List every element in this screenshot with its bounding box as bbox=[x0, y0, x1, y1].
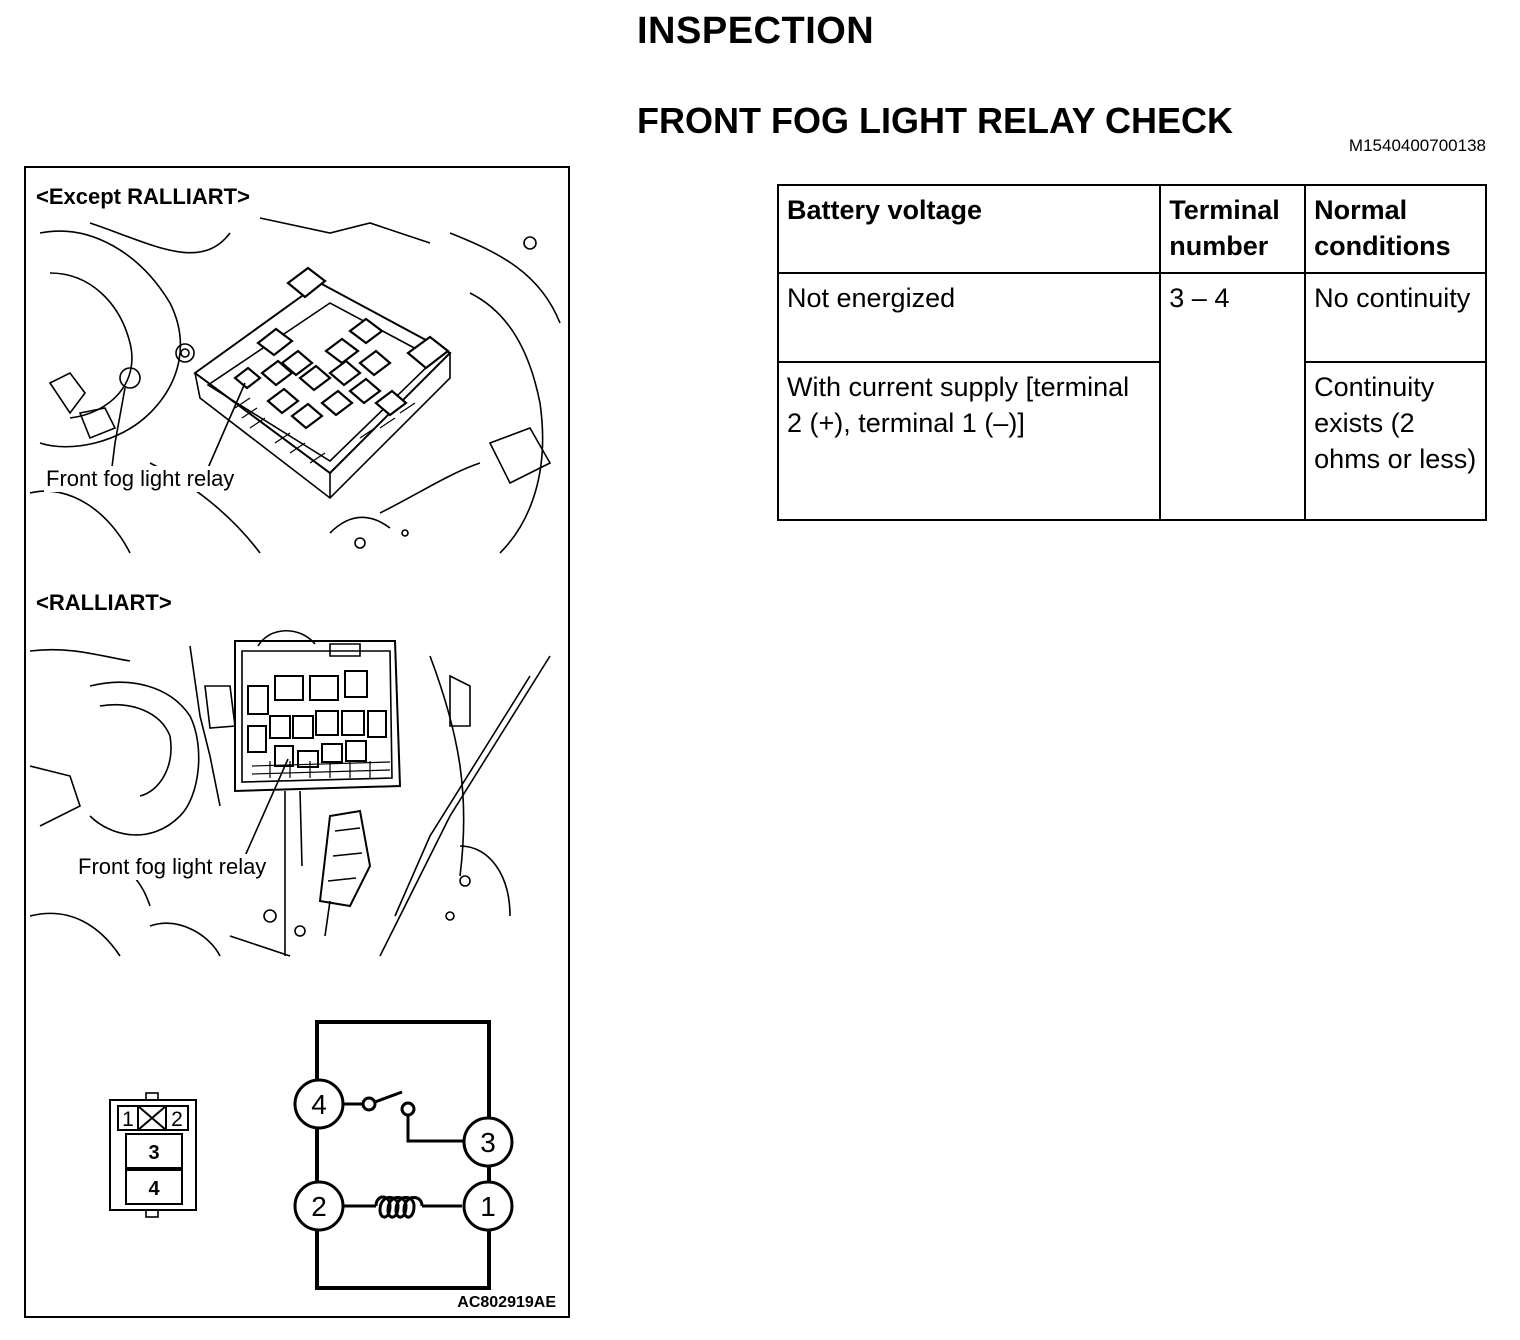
cell-condition: No continuity bbox=[1304, 272, 1487, 363]
connector-pin-2: 2 bbox=[171, 1108, 183, 1131]
figure-code: AC802919AE bbox=[457, 1294, 556, 1311]
relay-circuit-diagram: 4 3 2 1 bbox=[293, 1020, 514, 1290]
relay-check-table: Battery voltage Terminal number Normal c… bbox=[776, 184, 1487, 521]
section-heading: INSPECTION bbox=[637, 10, 875, 52]
header-terminal-number: Terminal number bbox=[1159, 184, 1307, 274]
header-battery-voltage: Battery voltage bbox=[776, 184, 1162, 274]
relay-callout-bottom: Front fog light relay bbox=[76, 854, 269, 880]
cell-condition: Continuity exists (2 ohms or less) bbox=[1304, 361, 1487, 521]
header-normal-conditions: Normal conditions bbox=[1304, 184, 1487, 274]
table-row: With current supply [terminal 2 (+), ter… bbox=[776, 361, 1487, 521]
relay-connector-diagram: 1 2 3 4 bbox=[109, 1092, 197, 1218]
connector-pin-1: 1 bbox=[122, 1108, 134, 1131]
table-row: Not energized 3 – 4 No continuity bbox=[776, 272, 1487, 521]
connector-pin-3: 3 bbox=[148, 1142, 159, 1164]
relay-location-figure: <Except RALLIART> Front fog light relay bbox=[24, 166, 570, 1318]
table-header-row: Battery voltage Terminal number Normal c… bbox=[776, 184, 1487, 274]
circuit-terminal-1: 1 bbox=[480, 1191, 496, 1222]
circuit-terminal-3: 3 bbox=[480, 1127, 496, 1158]
cell-voltage: Not energized bbox=[776, 272, 1162, 363]
circuit-terminal-2: 2 bbox=[311, 1191, 327, 1222]
panel-label-except-ralliart: <Except RALLIART> bbox=[34, 184, 252, 210]
relay-callout-top: Front fog light relay bbox=[44, 466, 237, 492]
circuit-terminal-4: 4 bbox=[311, 1089, 327, 1120]
cell-terminal: 3 – 4 bbox=[1159, 272, 1307, 521]
connector-pin-4: 4 bbox=[148, 1178, 160, 1200]
engine-bay-illustration-bottom bbox=[30, 630, 551, 957]
document-id: M1540400700138 bbox=[1348, 136, 1486, 155]
page-title: FRONT FOG LIGHT RELAY CHECK bbox=[637, 100, 1234, 141]
cell-voltage: With current supply [terminal 2 (+), ter… bbox=[776, 361, 1162, 521]
engine-bay-illustration-top bbox=[30, 217, 561, 554]
panel-label-ralliart: <RALLIART> bbox=[34, 590, 174, 616]
